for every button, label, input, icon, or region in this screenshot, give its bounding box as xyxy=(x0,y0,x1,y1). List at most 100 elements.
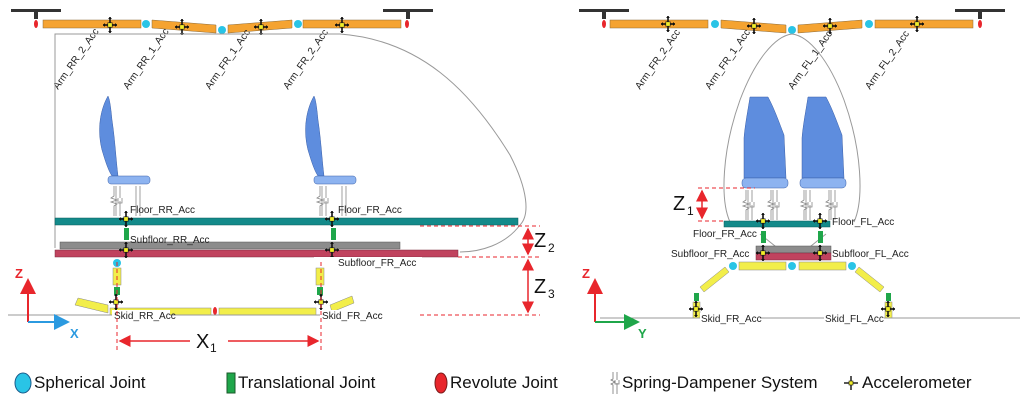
spring-dampener-icon xyxy=(825,189,838,221)
dimension-z2: Z 2 xyxy=(534,230,555,255)
spring-dampener-icon xyxy=(767,189,780,221)
floor-label: Floor_FR_Acc xyxy=(693,229,757,240)
legend: Spherical Joint Translational Joint Revo… xyxy=(0,368,1024,398)
spring-dampener-icon xyxy=(800,189,813,221)
z-axis-label: Z xyxy=(582,266,590,281)
legend-label: Revolute Joint xyxy=(450,373,558,392)
spherical-joint-icon xyxy=(865,20,873,28)
legend-label: Spring-Dampener System xyxy=(622,373,818,392)
accelerometer-icon xyxy=(334,16,350,34)
subfloor-label: Subfloor_FR_Acc xyxy=(671,249,749,260)
legend-label: Translational Joint xyxy=(238,373,376,392)
seat-front xyxy=(305,95,357,217)
revolute-joint-icon xyxy=(434,372,448,394)
translational-joint-icon xyxy=(331,228,336,240)
arm-label: Arm_FR_1_Acc xyxy=(203,28,252,92)
cross-tube-left xyxy=(798,261,847,271)
subfloor-label: Subfloor_FR_Acc xyxy=(338,258,416,269)
svg-text:Z: Z xyxy=(534,276,546,298)
rotor-mount-right xyxy=(383,9,433,19)
floor-plate xyxy=(54,217,519,226)
subfloor-label: Subfloor_RR_Acc xyxy=(130,235,209,246)
arm-label: Arm_FR_2_Acc xyxy=(281,28,330,92)
spherical-joint-icon xyxy=(142,20,150,28)
translational-joint-icon xyxy=(694,293,699,301)
spherical-joint-icon xyxy=(729,262,737,270)
accelerometer-icon xyxy=(909,15,925,33)
translational-joint-icon xyxy=(317,287,323,295)
floor-label: Floor_FR_Acc xyxy=(338,205,402,216)
svg-text:Z: Z xyxy=(534,230,546,252)
accelerometer-icon xyxy=(844,376,858,390)
arm-fr-2 xyxy=(609,19,709,29)
skid-tip-rear xyxy=(74,297,109,314)
strut-front xyxy=(315,267,325,286)
front-view: Arm_FR_2_Acc Arm_FR_1_Acc Arm_FL_1_Acc A… xyxy=(579,9,1020,341)
translational-joint-icon xyxy=(886,293,891,301)
translational-joint-icon xyxy=(124,228,129,240)
arm-label: Arm_FL_1_Acc xyxy=(786,29,835,92)
dimension-x1: X 1 xyxy=(196,331,217,355)
svg-text:2: 2 xyxy=(548,241,555,255)
accelerometer-icon xyxy=(253,18,269,36)
arm-fr-2 xyxy=(302,19,402,29)
skid-tube-front xyxy=(218,307,317,316)
skid-label: Skid_FL_Acc xyxy=(825,314,884,325)
subfloor-upper xyxy=(59,241,401,250)
spherical-joint-icon xyxy=(294,20,302,28)
seat-right xyxy=(741,96,789,221)
leg-left xyxy=(854,266,885,293)
skid-label: Skid_RR_Acc xyxy=(114,311,176,322)
arm-label: Arm_FR_2_Acc xyxy=(633,28,682,92)
spherical-joint-icon xyxy=(218,26,226,34)
legend-label: Spherical Joint xyxy=(34,373,146,392)
spherical-joint-icon xyxy=(14,372,32,394)
x-axis-label: X xyxy=(70,326,79,341)
spherical-joint-icon xyxy=(788,262,796,270)
accelerometer-icon xyxy=(174,18,190,36)
spherical-joint-icon xyxy=(711,20,719,28)
spherical-joint-icon xyxy=(848,262,856,270)
translational-joint-icon xyxy=(818,231,823,243)
arm-label: Arm_RR_1_Acc xyxy=(121,27,171,92)
side-view: Arm_RR_2_Acc Arm_RR_1_Acc Arm_FR_1_Acc A… xyxy=(8,9,555,355)
dimension-z1: Z 1 xyxy=(673,193,694,218)
svg-text:3: 3 xyxy=(548,287,555,301)
subfloor-label: Subfloor_FL_Acc xyxy=(832,249,909,260)
y-axis-label: Y xyxy=(638,326,647,341)
legend-item-revolute: Revolute Joint xyxy=(434,368,558,398)
svg-text:1: 1 xyxy=(210,341,217,355)
subfloor-lower xyxy=(755,252,832,261)
revolute-joint-icon xyxy=(405,20,409,28)
skid-label: Skid_FR_Acc xyxy=(322,311,383,322)
legend-item-translational: Translational Joint xyxy=(226,368,375,398)
fuselage-outline xyxy=(723,33,861,223)
floor-label: Floor_FL_Acc xyxy=(832,217,894,228)
legend-label: Accelerometer xyxy=(862,373,972,392)
rotor-mount-left xyxy=(11,9,61,19)
cross-tube-right xyxy=(738,261,787,271)
seat-rear xyxy=(99,95,151,217)
spring-dampener-icon xyxy=(742,189,755,221)
arm-label: Arm_FL_2_Acc xyxy=(863,29,912,92)
subfloor-lower xyxy=(54,249,459,258)
revolute-joint-icon xyxy=(34,20,38,28)
skid-label: Skid_FR_Acc xyxy=(701,314,762,325)
rotor-mount-right xyxy=(955,9,1005,19)
spring-dampener-icon xyxy=(316,185,329,217)
translational-joint-icon xyxy=(761,231,766,243)
accelerometer-icon xyxy=(108,293,124,311)
dimension-z3: Z 3 xyxy=(534,276,555,301)
leg-right xyxy=(699,266,730,293)
floor-plate xyxy=(723,220,831,228)
legend-item-spring-dampener: Spring-Dampener System xyxy=(610,368,818,398)
seat-left xyxy=(799,96,847,221)
spherical-joint-icon xyxy=(788,26,796,34)
arm-label: Arm_RR_2_Acc xyxy=(51,27,101,92)
legend-item-accelerometer: Accelerometer xyxy=(842,368,972,398)
revolute-joint-icon xyxy=(213,307,217,315)
revolute-joint-icon xyxy=(602,20,606,28)
legend-item-spherical: Spherical Joint xyxy=(14,368,146,398)
revolute-joint-icon xyxy=(978,20,982,28)
arm-label: Arm_FR_1_Acc xyxy=(703,28,752,92)
